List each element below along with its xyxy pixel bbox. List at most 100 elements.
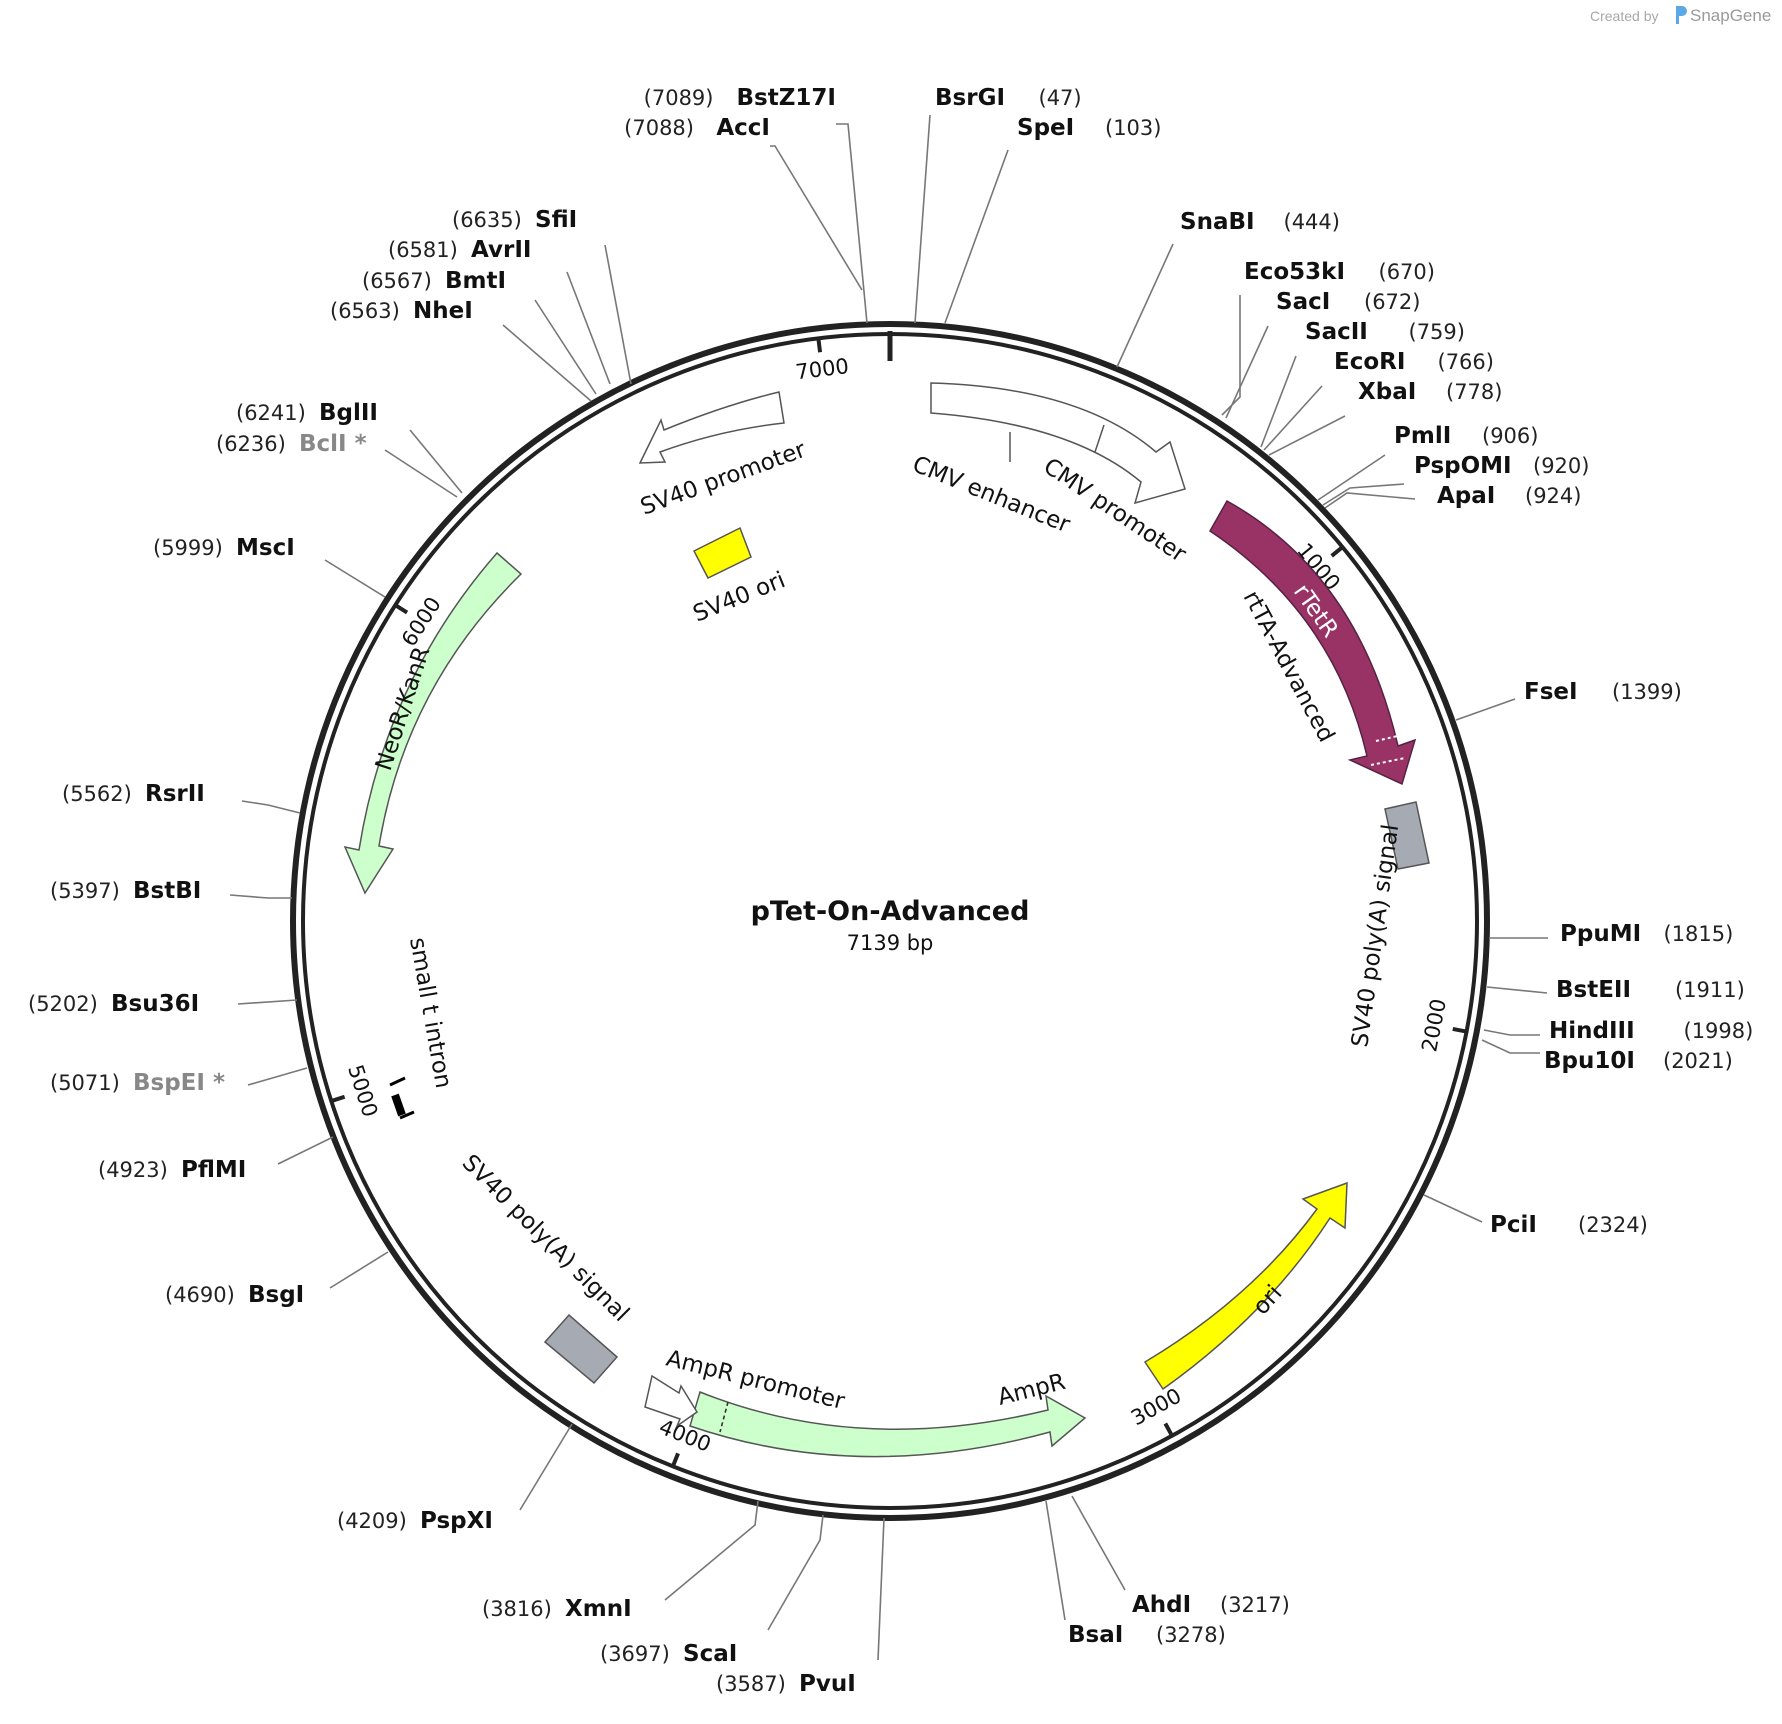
site-hindiii[interactable]: (1998)HindIII — [1549, 1018, 1753, 1044]
site-saci[interactable]: (672)SacI — [1276, 289, 1420, 315]
site-pspomi[interactable]: (920) PspOMI — [1414, 453, 1589, 479]
tick-mark-1000 — [1330, 545, 1344, 558]
site-fsei[interactable]: (1399)FseI — [1524, 679, 1682, 705]
feature-sv40-polya-1-box[interactable] — [1384, 801, 1430, 870]
site-ppumi[interactable]: (1815)PpuMI — [1560, 921, 1733, 947]
site-pspxi[interactable]: (4209)PspXI — [337, 1508, 493, 1534]
tick-mark-4000 — [671, 1452, 680, 1468]
feature-neor-arrow[interactable] — [343, 551, 523, 895]
feature-cmv-promoter-arrow[interactable] — [930, 382, 1186, 505]
site-bmti[interactable]: (6567)BmtI — [362, 268, 506, 294]
site-name-bstbi: BstBI — [133, 878, 201, 904]
site-name-eco53ki: Eco53kI — [1244, 259, 1345, 285]
site-position-ahdi: (3217) — [1220, 1593, 1290, 1617]
site-snabi[interactable]: (444)SnaBI — [1180, 209, 1340, 235]
leader-xmni — [664, 1500, 759, 1601]
site-position-bsrgi: (47) — [1039, 86, 1082, 110]
site-ecori[interactable]: (766) EcoRI — [1334, 349, 1494, 375]
leader-pvui — [877, 1517, 885, 1661]
site-bsrgi[interactable]: (47)BsrGI — [935, 85, 1082, 111]
feature-sv40-polya-2-box[interactable] — [543, 1313, 619, 1385]
site-spei[interactable]: (103)SpeI — [1017, 115, 1161, 141]
site-msci[interactable]: (5999)MscI — [153, 535, 295, 561]
site-bspei[interactable]: (5071)BspEI * — [50, 1070, 225, 1096]
site-pvui[interactable]: (3587)PvuI — [716, 1671, 856, 1697]
feature-small-t-intron-marker[interactable] — [389, 1076, 415, 1120]
site-bglii[interactable]: (6241)BglII — [236, 400, 378, 426]
site-xmni[interactable]: (3816)XmnI — [482, 1596, 632, 1622]
site-eco53ki[interactable]: (670) Eco53kI — [1244, 259, 1435, 285]
site-xbai[interactable]: (778)XbaI — [1358, 379, 1502, 405]
site-pmli[interactable]: (906)PmlI — [1394, 423, 1538, 449]
site-bpu10i[interactable]: (2021) Bpu10I — [1544, 1048, 1733, 1074]
site-position-xmni: (3816) — [482, 1597, 552, 1621]
leader-acci — [770, 145, 863, 291]
site-position-xbai: (778) — [1446, 380, 1502, 404]
site-acci[interactable]: (7088)AccI — [624, 115, 770, 141]
site-name-msci: MscI — [236, 535, 295, 561]
site-name-acci: AccI — [716, 115, 770, 141]
site-rsrii[interactable]: (5562)RsrII — [62, 781, 205, 807]
leader-bsteii — [1486, 986, 1548, 994]
site-name-bsteii: BstEII — [1556, 977, 1631, 1003]
leader-nhei — [502, 324, 592, 402]
site-position-bpu10i: (2021) — [1663, 1049, 1733, 1073]
tick-label-2000: 2000 — [1417, 997, 1451, 1054]
site-bsgi[interactable]: (4690)BsgI — [165, 1282, 304, 1308]
site-scai[interactable]: (3697)ScaI — [600, 1641, 737, 1667]
ampr-junction — [719, 1401, 729, 1433]
site-position-hindiii: (1998) — [1684, 1019, 1754, 1043]
site-leaders — [229, 114, 1548, 1661]
site-name-bsgi: BsgI — [248, 1282, 304, 1308]
brand-created-by: Created by — [1590, 8, 1658, 24]
plasmid-name: pTet-On-Advanced — [751, 896, 1030, 927]
tick-mark-6000 — [394, 603, 409, 615]
feature-ampr-promoter-arrow[interactable] — [644, 1374, 699, 1429]
site-ahdi[interactable]: (3217)AhdI — [1132, 1592, 1290, 1618]
site-position-ecori: (766) — [1438, 350, 1494, 374]
site-apai[interactable]: (924)ApaI — [1437, 483, 1581, 509]
site-position-pmli: (906) — [1482, 424, 1538, 448]
site-bstbi[interactable]: (5397)BstBI — [50, 878, 201, 904]
backbone-outer-ring — [290, 321, 1490, 1521]
site-name-ecori: EcoRI — [1334, 349, 1405, 375]
site-sacii[interactable]: (759)SacII — [1305, 319, 1465, 345]
site-name-bsu36i: Bsu36I — [111, 991, 199, 1017]
site-position-bspei: (5071) — [50, 1071, 120, 1095]
site-name-pspomi: PspOMI — [1414, 453, 1512, 479]
feature-sv40-promoter-arrow[interactable] — [638, 391, 785, 464]
site-pcii[interactable]: (2324)PciI — [1490, 1212, 1648, 1238]
site-pflmi[interactable]: (4923)PflMI — [98, 1157, 246, 1183]
site-bsu36i[interactable]: (5202) Bsu36I — [28, 991, 199, 1017]
feature-sv40-ori-box[interactable] — [692, 526, 752, 579]
site-position-bstz17i: (7089) — [644, 86, 714, 110]
site-position-pspomi: (920) — [1533, 454, 1589, 478]
feature-rtetr-arrow[interactable] — [1209, 499, 1417, 786]
site-position-bsu36i: (5202) — [28, 992, 98, 1016]
leader-pmli — [1317, 454, 1386, 501]
leader-bglii — [409, 429, 463, 494]
site-nhei[interactable]: (6563)NheI — [330, 298, 473, 324]
leader-pspxi — [519, 1423, 573, 1511]
site-position-eco53ki: (670) — [1379, 260, 1435, 284]
site-name-apai: ApaI — [1437, 483, 1495, 509]
restriction-sites: (7089)BstZ17I (7088)AccI (47)BsrGI (103)Spe… — [28, 85, 1753, 1697]
site-bsteii[interactable]: (1911)BstEII — [1556, 977, 1745, 1003]
site-position-sacii: (759) — [1409, 320, 1465, 344]
site-bstz17i[interactable]: (7089)BstZ17I — [644, 85, 836, 111]
rtetr-junction — [1375, 734, 1403, 742]
site-bcli[interactable]: (6236)BclI * — [216, 431, 367, 457]
tick-mark-5000 — [330, 1094, 346, 1103]
site-bsai[interactable]: (3278)BsaI — [1068, 1622, 1226, 1648]
site-name-scai: ScaI — [683, 1641, 737, 1667]
site-position-pflmi: (4923) — [98, 1158, 168, 1182]
site-avrii[interactable]: (6581)AvrII — [388, 237, 531, 263]
feature-ori-arrow[interactable] — [1143, 1181, 1348, 1391]
site-name-bmti: BmtI — [445, 268, 506, 294]
feature-ampr-arrow[interactable] — [689, 1390, 1087, 1458]
site-name-bpu10i: Bpu10I — [1544, 1048, 1635, 1074]
site-sfii[interactable]: (6635)SfiI — [452, 207, 577, 233]
leader-xbai — [1268, 415, 1346, 456]
plasmid-backbone — [290, 321, 1490, 1521]
site-name-snabi: SnaBI — [1180, 209, 1255, 235]
